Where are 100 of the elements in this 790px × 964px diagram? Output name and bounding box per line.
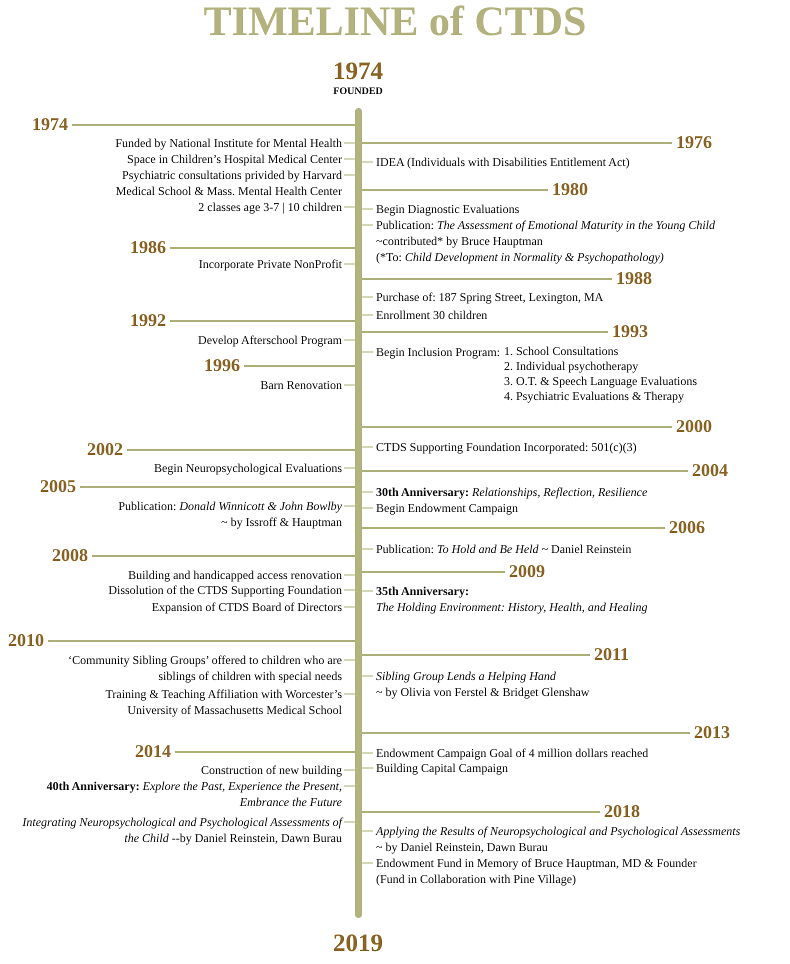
year-label: 1988: [616, 267, 652, 289]
year-label: 1974: [32, 113, 68, 135]
event-text: Purchase of: 187 Spring Street, Lexington, MA: [376, 289, 604, 305]
tick-line: [344, 785, 355, 787]
end-year: 2019: [332, 930, 384, 958]
tick-line: [362, 351, 373, 353]
event-text: Barn Renovation: [260, 377, 342, 393]
year-line: [362, 189, 548, 191]
tick-line: [344, 505, 355, 507]
event-text: ~contributed* by Bruce Hauptman: [376, 233, 544, 249]
event-text: Endowment Fund in Memory of Bruce Hauptman, MD & Founder: [376, 855, 697, 871]
event-text: Applying the Results of Neuropsychological and Psychological Assessments: [376, 823, 740, 839]
event-text: Psychiatric consultations privided by Harvard Medical School & Mass. Mental Health Center: [86, 167, 342, 199]
event-text: Endowment Campaign Goal of 4 million dollars reached: [376, 745, 648, 761]
list-item: 1. School Consultations: [504, 344, 620, 359]
year-label: 2008: [52, 544, 88, 566]
year-line: [244, 365, 355, 367]
event-text: Enrollment 30 children: [376, 307, 488, 323]
event-text: Begin Inclusion Program:: [376, 344, 501, 361]
tick-line: [344, 174, 355, 176]
title: TIMELINE of CTDS: [202, 0, 588, 44]
tick-line: [362, 507, 373, 509]
tick-line: [344, 158, 355, 160]
year-label: 1976: [676, 131, 712, 153]
tick-line: [344, 606, 355, 608]
start-year: 1974: [332, 58, 384, 86]
event-text: Expansion of CTDS Board of Directors: [152, 599, 342, 615]
year-label: 1993: [612, 320, 648, 342]
event-text: 2 classes age 3-7 | 10 children: [198, 199, 342, 215]
year-line: [170, 320, 355, 322]
year-line: [362, 732, 690, 734]
year-line: [92, 555, 355, 557]
tick-line: [362, 767, 373, 769]
year-line: [362, 654, 590, 656]
event-text: ‘Community Sibling Groups’ offered to children who are siblings of children with special needs: [58, 652, 342, 684]
year-label: 2013: [694, 721, 730, 743]
event-text: CTDS Supporting Foundation Incorporated: 501(c)(3): [376, 439, 637, 455]
year-label: 1996: [204, 354, 240, 376]
tick-line: [344, 384, 355, 386]
tick-line: [362, 446, 373, 448]
tick-line: [362, 161, 373, 163]
event-text: ~ by Issroff & Hauptman: [220, 514, 342, 530]
year-line: [362, 142, 672, 144]
tick-line: [362, 208, 373, 210]
tick-line: [362, 675, 373, 677]
event-text: Develop Afterschool Program: [198, 332, 342, 348]
tick-line: [344, 589, 355, 591]
year-label: 1986: [130, 236, 166, 258]
tick-line: [344, 339, 355, 341]
event-text: (Fund in Collaboration with Pine Village): [376, 871, 578, 887]
event-text: Integrating Neuropsychological and Psychological Assessments of the Child --by Daniel Reinstein, Dawn Burau: [6, 814, 342, 846]
event-text: Begin Diagnostic Evaluations: [376, 201, 520, 217]
tick-line: [362, 862, 373, 864]
year-label: 1980: [552, 178, 588, 200]
tick-line: [362, 548, 373, 550]
year-line: [72, 124, 355, 126]
list-item: 3. O.T. & Speech Language Evaluations: [504, 374, 698, 389]
year-line: [362, 527, 665, 529]
list-item: 2. Individual psychotherapy: [504, 359, 640, 374]
event-text: 40th Anniversary: Explore the Past, Experience the Present, Embrance the Future: [14, 778, 342, 810]
year-line: [175, 751, 355, 753]
year-line: [80, 486, 355, 488]
year-label: 2004: [692, 459, 728, 481]
event-text: The Holding Environment: History, Health, and Healing: [376, 599, 648, 615]
tick-line: [362, 224, 373, 226]
year-label: 2011: [594, 643, 630, 665]
event-text: 30th Anniversary: Relationships, Reflection, Resilience: [376, 484, 648, 500]
tick-line: [362, 830, 373, 832]
founded-label: FOUNDED: [332, 86, 384, 98]
event-text: Space in Children’s Hospital Medical Center: [127, 151, 342, 167]
event-text: Begin Neuropsychological Evaluations: [154, 460, 342, 476]
tick-line: [344, 659, 355, 661]
tick-line: [344, 693, 355, 695]
tick-line: [362, 590, 373, 592]
tick-line: [344, 821, 355, 823]
event-text: IDEA (Individuals with Disabilities Entitlement Act): [376, 154, 630, 170]
year-label: 2009: [509, 560, 545, 582]
event-text: Training & Teaching Affiliation with Worcester’s University of Massachusetts Medical School: [68, 686, 342, 718]
event-text: (*To: Child Development in Normality & Psychopathology): [376, 249, 665, 265]
year-label: 2010: [8, 629, 44, 651]
year-label: 2018: [604, 800, 640, 822]
year-line: [362, 470, 688, 472]
year-label: 1992: [130, 309, 166, 331]
year-label: 2000: [676, 415, 712, 437]
event-text: Publication: To Hold and Be Held ~ Daniel Reinstein: [376, 541, 632, 557]
year-line: [48, 640, 355, 642]
list-item: 4. Psychiatric Evaluations & Therapy: [504, 389, 686, 404]
year-line: [362, 811, 600, 813]
timeline-spine: [355, 108, 362, 918]
event-text: Publication: Donald Winnicott & John Bowlby: [118, 498, 342, 514]
event-text: Building and handicapped access renovation: [128, 567, 342, 583]
tick-line: [362, 752, 373, 754]
event-text: Publication: The Assessment of Emotional Maturity in the Young Child: [376, 217, 716, 233]
year-label: 2005: [40, 475, 76, 497]
year-line: [362, 426, 672, 428]
tick-line: [344, 574, 355, 576]
event-text: Building Capital Campaign: [376, 760, 508, 776]
tick-line: [344, 467, 355, 469]
year-line: [170, 247, 355, 249]
event-text: ~ by Daniel Reinstein, Dawn Burau: [376, 839, 549, 855]
